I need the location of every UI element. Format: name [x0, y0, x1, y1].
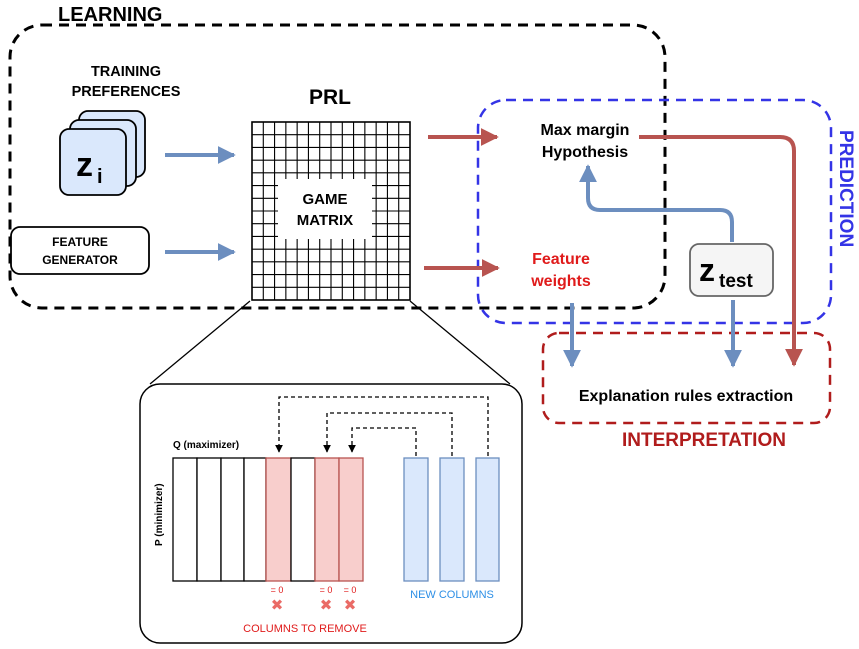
prediction-title: PREDICTION: [835, 130, 856, 247]
game-matrix-label-bg: [278, 179, 372, 239]
interpretation-title: INTERPRETATION: [622, 430, 786, 451]
matrix-column: [172, 457, 198, 582]
interpretation-region: [541, 331, 832, 425]
matrix-column: [290, 457, 316, 582]
feature-weights-line1: Feature: [532, 251, 590, 268]
feature-weights-line2: weights: [530, 273, 591, 290]
hypothesis-line2: Hypothesis: [542, 144, 628, 161]
swap-arrow: [348, 427, 417, 456]
arrow-ztest-to-hypothesis: [579, 164, 734, 242]
prediction-region: [476, 98, 833, 325]
new-column: [439, 457, 465, 582]
swap-arrow: [275, 396, 489, 456]
column-swap-arrows: [275, 396, 489, 456]
training-preferences-stack: [59, 110, 146, 196]
feature-generator-box: [10, 226, 150, 275]
remove-mark-3: ✖: [344, 596, 357, 614]
remove-mark-2: ✖: [320, 596, 333, 614]
matrix-column: [243, 457, 267, 582]
remove-mark-1: ✖: [271, 596, 284, 614]
zero-label-2: = 0: [320, 585, 333, 595]
matrix-column: [196, 457, 222, 582]
arrow-hypothesis-to-interpretation: [639, 135, 803, 367]
swap-arrow: [323, 412, 453, 456]
ztest-subscript: test: [719, 271, 753, 292]
zero-label-3: = 0: [344, 585, 357, 595]
feature-generator-line2: GENERATOR: [42, 253, 118, 267]
ztest-symbol: z: [699, 252, 715, 288]
game-matrix-line1: GAME: [303, 191, 348, 208]
learning-region: [8, 23, 667, 310]
zero-label-1: = 0: [271, 585, 284, 595]
q-maximizer-label: Q (maximizer): [173, 440, 239, 451]
learning-title: LEARNING: [58, 4, 162, 26]
zoom-line-left: [149, 300, 251, 385]
training-preferences-label-line2: PREFERENCES: [72, 84, 181, 100]
detail-columns: [172, 457, 500, 582]
column-to-remove: [314, 457, 340, 582]
zi-subscript: i: [97, 166, 103, 188]
column-to-remove: [338, 457, 364, 582]
game-matrix-line2: MATRIX: [297, 212, 353, 229]
explanation-rules-label: Explanation rules extraction: [579, 388, 793, 405]
prl-title: PRL: [309, 86, 351, 109]
zoom-line-right: [409, 300, 511, 385]
matrix-column: [220, 457, 245, 582]
ztest-box: [689, 243, 774, 297]
p-minimizer-label: P (minimizer): [154, 483, 165, 546]
column-to-remove: [265, 457, 292, 582]
new-column: [475, 457, 500, 582]
hypothesis-line1: Max margin: [541, 122, 630, 139]
new-column: [403, 457, 429, 582]
feature-generator-line1: FEATURE: [52, 235, 108, 249]
zi-symbol: z: [76, 146, 93, 184]
new-columns-label: NEW COLUMNS: [410, 589, 494, 601]
columns-to-remove-label: COLUMNS TO REMOVE: [243, 623, 367, 635]
training-preferences-label-line1: TRAINING: [91, 64, 161, 80]
